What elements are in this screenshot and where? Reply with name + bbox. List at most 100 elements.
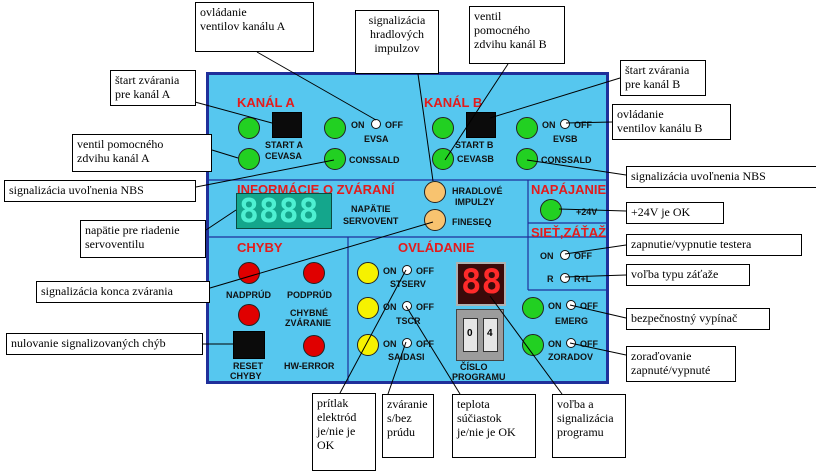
callout-ovladanie-ventilov-a: ovládanie ventilov kanálu A xyxy=(195,2,314,52)
callout-ovladanie-ventilov-b: ovládanie ventilov kanálu B xyxy=(612,104,731,140)
tester-switch[interactable] xyxy=(560,250,570,260)
label-fineseq: FINESEQ xyxy=(452,217,492,227)
callout-text: voľba a xyxy=(557,397,594,411)
label-hw-error: HW-ERROR xyxy=(284,361,335,371)
callout-text: je/nie je xyxy=(317,424,356,438)
label-off-tscr: OFF xyxy=(416,302,434,312)
callout-text: OK xyxy=(317,438,335,452)
led-fineseq xyxy=(424,209,446,231)
callout-text: štart zvárania xyxy=(625,63,690,77)
servo-voltage-display: 8888 xyxy=(236,191,332,230)
thumbwheel-left-digit: 0 xyxy=(467,328,473,339)
led-zoradov xyxy=(522,334,544,356)
label-hradlove-2: IMPULZY xyxy=(455,197,495,207)
callout-text: elektród xyxy=(317,410,357,424)
saidasi-switch[interactable] xyxy=(402,338,412,348)
label-napatie-2: SERVOVENT xyxy=(343,216,399,226)
callout-text: štart zvárania xyxy=(115,73,180,87)
callout-text: nulovanie signalizovaných chýb xyxy=(11,336,166,350)
callout-text: zapnutie/vypnutie testera xyxy=(631,237,752,251)
led-evsb xyxy=(516,117,538,139)
callout-text: súčiastok xyxy=(457,411,502,425)
led-chyby-reset xyxy=(238,304,260,326)
thumbwheel-right[interactable]: 4 xyxy=(483,318,498,352)
callout-text: ovládanie xyxy=(200,5,247,19)
label-consslad-a: CONSSALD xyxy=(349,155,400,165)
program-number-display: 88 xyxy=(456,262,506,306)
label-reset-1: RESET xyxy=(233,361,264,371)
callout-start-zvarania-a: štart zvárania pre kanál A xyxy=(110,70,196,106)
thumbwheel-left[interactable]: 0 xyxy=(463,318,478,352)
callout-text: je/nie je OK xyxy=(457,425,516,439)
callout-signalizacia-konca: signalizácia konca zvárania xyxy=(36,281,210,303)
reset-button[interactable] xyxy=(233,331,265,359)
callout-text: programu xyxy=(557,425,604,439)
label-off-evsb: OFF xyxy=(574,120,592,130)
label-cevasb: CEVASB xyxy=(457,154,494,164)
program-selector[interactable]: 0 4 xyxy=(456,309,504,361)
label-start-a: START A xyxy=(265,140,303,150)
label-chybne-2: ZVÁRANIE xyxy=(285,318,332,328)
callout-volba-programu: voľba a signalizácia programu xyxy=(552,394,626,458)
label-cevasa: CEVASA xyxy=(265,151,302,161)
callout-text: zdvihu kanál A xyxy=(77,151,150,165)
label-hradlove-1: HRADLOVÉ xyxy=(452,186,503,196)
start-a-button[interactable] xyxy=(272,112,302,138)
callout-text: pomocného xyxy=(474,23,530,37)
load-switch[interactable] xyxy=(560,273,570,283)
callout-text: signalizácia uvoľnenia NBS xyxy=(9,183,144,197)
label-24v: +24V xyxy=(576,207,598,217)
callout-zoradovanie: zoraďovanie zapnuté/vypnuté xyxy=(626,346,736,382)
label-on-zoradov: ON xyxy=(548,339,562,349)
tscr-switch[interactable] xyxy=(402,301,412,311)
label-evsb: EVSB xyxy=(553,134,578,144)
label-evsa: EVSA xyxy=(364,134,389,144)
callout-24v-ok: +24V je OK xyxy=(626,202,724,224)
led-hradlove xyxy=(424,181,446,203)
callout-text: prúdu xyxy=(387,425,415,439)
callout-teplota: teplota súčiastok je/nie je OK xyxy=(452,394,536,458)
stserv-switch[interactable] xyxy=(402,265,412,275)
label-stserv: STSERV xyxy=(390,279,426,289)
callout-zvaranie-bez: zváranie s/bez prúdu xyxy=(382,394,434,458)
callout-signalizacia-hradlovych: signalizácia hradlových impulzov xyxy=(355,10,439,74)
callout-text: teplota xyxy=(457,397,490,411)
start-b-button[interactable] xyxy=(466,112,496,138)
callout-start-zvarania-b: štart zvárania pre kanál B xyxy=(620,60,706,96)
led-cevasa xyxy=(238,148,260,170)
callout-bezpecnostny: bezpečnostný vypínač xyxy=(626,308,770,330)
label-r-l: R+L xyxy=(574,274,592,284)
callout-text: prítlak xyxy=(317,396,349,410)
led-kanal-b-left xyxy=(432,117,454,139)
led-24v xyxy=(540,199,562,221)
label-cislo-2: PROGRAMU xyxy=(452,372,506,382)
callout-text: impulzov xyxy=(374,41,420,55)
callout-napatie-riadenie: napätie pre riadenie servoventilu xyxy=(80,220,206,258)
label-off-evsa: OFF xyxy=(385,120,403,130)
section-title-napajanie: NAPÁJANIE xyxy=(531,182,607,197)
evsb-switch[interactable] xyxy=(560,119,570,129)
callout-text: ventilov kanálu B xyxy=(617,121,703,135)
label-on-emerg: ON xyxy=(548,301,562,311)
callout-text: zoraďovanie xyxy=(631,349,692,363)
callout-text: signalizácia xyxy=(557,411,614,425)
callout-text: ventilov kanálu A xyxy=(200,19,286,33)
label-reset-2: CHYBY xyxy=(230,371,262,381)
callout-text: signalizácia uvoľnenia NBS xyxy=(631,169,766,183)
callout-ventil-pomocneho-b: ventil pomocného zdvihu kanál B xyxy=(469,6,565,64)
callout-text: bezpečnostný vypínač xyxy=(631,311,738,325)
section-title-siet-zataz: SIEŤ,ZÁŤAŽ xyxy=(531,225,607,240)
callout-volba-zataze: voľba typu záťaže xyxy=(626,264,750,286)
label-on-tester: ON xyxy=(540,251,554,261)
callout-text: ventil pomocného xyxy=(77,137,164,151)
label-r: R xyxy=(547,274,554,284)
thumbwheel-right-digit: 4 xyxy=(487,328,493,339)
label-emerg: EMERG xyxy=(555,316,589,326)
label-podprud: PODPRÚD xyxy=(287,290,333,300)
section-title-kanal-a: KANÁL A xyxy=(237,95,295,110)
label-nadprud: NADPRÚD xyxy=(226,290,271,300)
label-saidasi: SAIDASI xyxy=(388,352,425,362)
callout-text: signalizácia xyxy=(368,13,426,27)
